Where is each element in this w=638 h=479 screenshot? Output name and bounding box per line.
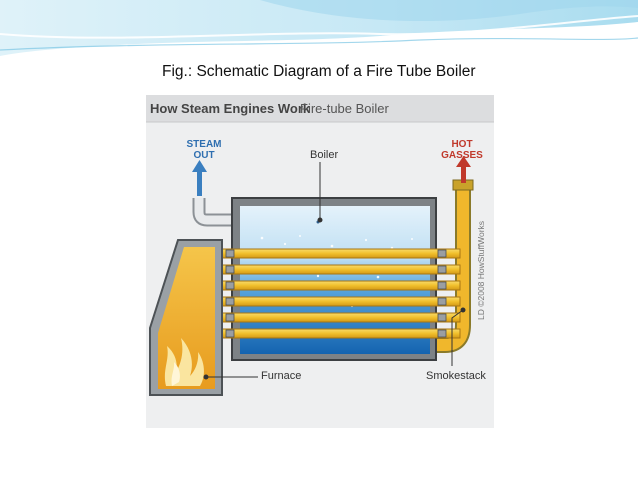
smokestack-label: Smokestack	[426, 370, 486, 382]
fire-tube-boiler-diagram	[146, 95, 494, 428]
top-wave-decoration	[0, 0, 638, 56]
diagram-subtitle: Fire-tube Boiler	[300, 101, 389, 116]
hot-gasses-arrow	[456, 156, 471, 183]
steam-out-label: STEAM OUT	[186, 139, 222, 161]
tube-end-plugs	[225, 249, 447, 338]
boiler-label: Boiler	[310, 149, 339, 161]
diagram-header-bar	[146, 95, 494, 122]
copyright-credit: LD ©2008 HowStuffWorks	[476, 220, 486, 320]
leader-lines	[203, 162, 466, 380]
furnace-label: Furnace	[261, 370, 302, 382]
figure-caption: Fig.: Schematic Diagram of a Fire Tube B…	[162, 63, 476, 80]
furnace	[149, 239, 223, 396]
steam-out-pipe	[192, 198, 238, 227]
diagram-title: How Steam Engines Work	[150, 101, 311, 116]
steam-out-arrow	[192, 160, 207, 196]
hot-gasses-label: HOT GASSES	[441, 139, 483, 161]
